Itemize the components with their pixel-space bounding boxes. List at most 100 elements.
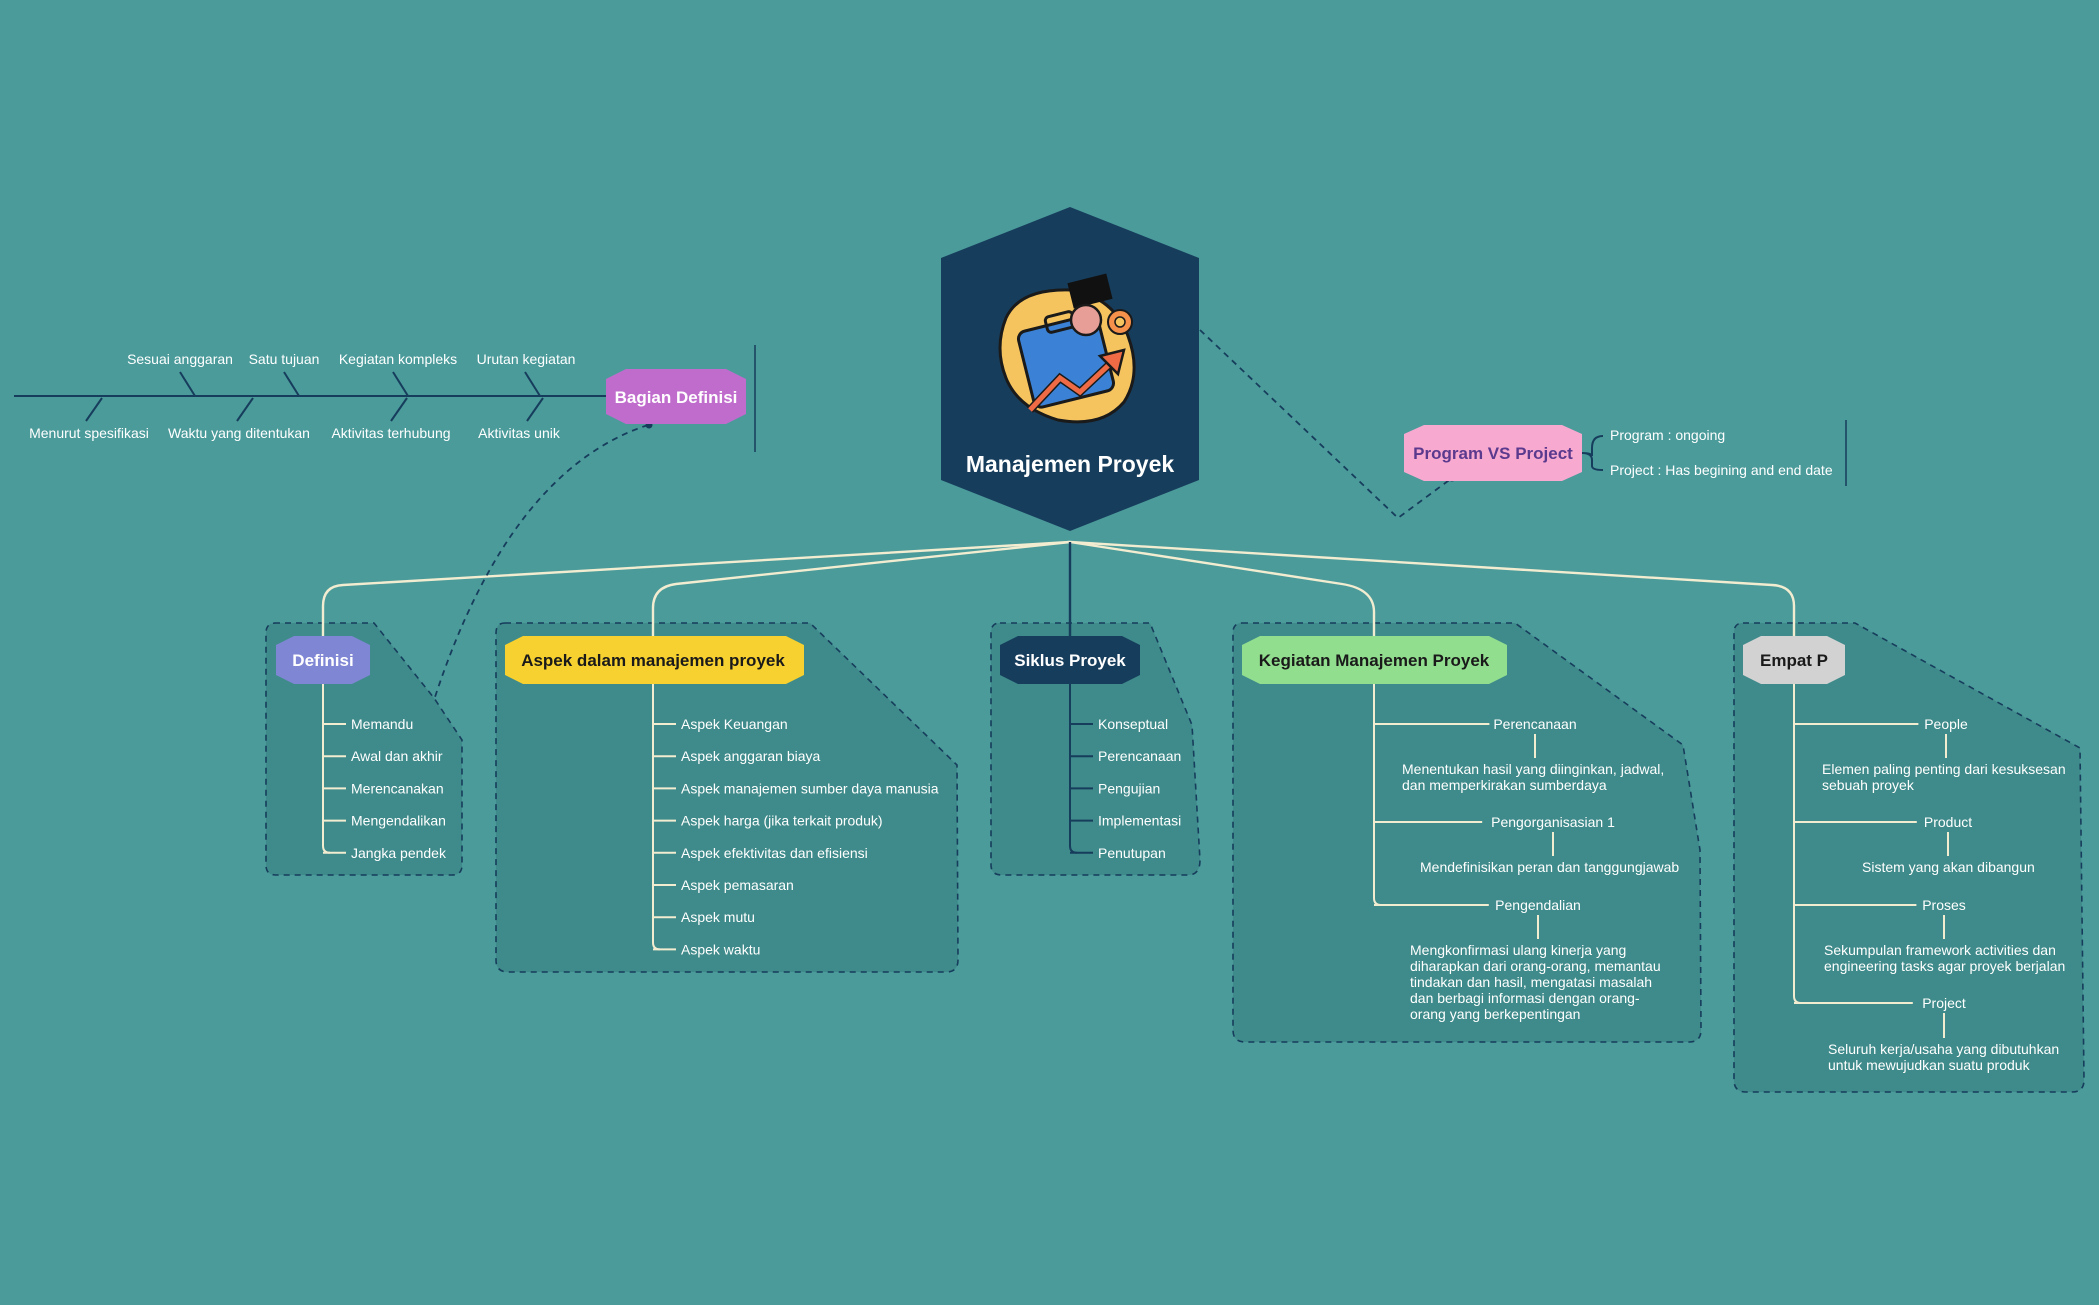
detail-text: tindakan dan hasil, mengatasi masalah: [1410, 974, 1652, 990]
subtopic-empat-p[interactable]: Proses: [1922, 897, 1966, 913]
fishbone-bottom-label: Waktu yang ditentukan: [168, 425, 310, 441]
program-item: Project : Has begining and end date: [1610, 462, 1833, 478]
topic-shape: [1743, 636, 1845, 684]
topic-program-vs-project[interactable]: Program VS Project: [1404, 425, 1582, 481]
detail-text: Sekumpulan framework activities dan: [1824, 942, 2056, 958]
detail-text: dan memperkirakan sumberdaya: [1402, 777, 1607, 793]
topic-label: Kegiatan Manajemen Proyek: [1259, 651, 1490, 670]
fishbone-rib: [392, 371, 409, 397]
detail-text: sebuah proyek: [1822, 777, 1915, 793]
connector-empat-p: [1069, 540, 1796, 636]
subtopic-definisi[interactable]: Jangka pendek: [351, 845, 447, 861]
central-topic[interactable]: Manajemen Proyek: [941, 207, 1199, 531]
subtopic-aspek[interactable]: Aspek waktu: [681, 941, 760, 957]
subtopic-empat-p[interactable]: Product: [1924, 814, 1972, 830]
fishbone-rib: [283, 371, 300, 397]
topic-label: Bagian Definisi: [615, 388, 738, 407]
connector-aspek: [651, 540, 1071, 636]
detail-text: diharapkan dari orang-orang, memantau: [1410, 958, 1661, 974]
detail-text: untuk mewujudkan suatu produk: [1828, 1057, 2031, 1073]
topic-shape: [505, 636, 804, 684]
detail-text: Sistem yang akan dibangun: [1862, 859, 2035, 875]
fishbone-bottom-label: Menurut spesifikasi: [29, 425, 149, 441]
branch-kegiatan: Kegiatan Manajemen ProyekPerencanaanMene…: [1242, 636, 1679, 1022]
relation-program-vs-project: [1199, 329, 1453, 520]
hand-shape: [1069, 303, 1103, 337]
fishbone-bottom-label: Aktivitas terhubung: [331, 425, 450, 441]
subtopic-definisi[interactable]: Memandu: [351, 716, 413, 732]
fishbone-rib: [526, 397, 544, 422]
fishbone-top-label: Sesuai anggaran: [127, 351, 233, 367]
detail-text: Elemen paling penting dari kesuksesan: [1822, 761, 2066, 777]
fishbone-rib: [236, 397, 254, 422]
project-briefcase-icon: [998, 273, 1136, 424]
topic-label: Program VS Project: [1413, 444, 1573, 463]
fishbone-labels: Sesuai anggaran Satu tujuan Kegiatan kom…: [29, 351, 575, 441]
fishbone-rib: [390, 397, 408, 422]
subtopic-aspek[interactable]: Aspek pemasaran: [681, 877, 794, 893]
main-connectors: [321, 540, 1796, 636]
subtopic-siklus[interactable]: Pengujian: [1098, 780, 1160, 796]
panel-kegiatan: [1232, 622, 1702, 1043]
subtopic-kegiatan[interactable]: Pengendalian: [1495, 897, 1581, 913]
branch-siklus: Siklus ProyekKonseptualPerencanaanPenguj…: [1000, 636, 1181, 861]
subtopic-aspek[interactable]: Aspek anggaran biaya: [681, 748, 821, 764]
topic-aspek[interactable]: Aspek dalam manajemen proyek: [505, 636, 804, 684]
bracket: [1581, 435, 1604, 471]
subtopic-aspek[interactable]: Aspek Keuangan: [681, 716, 788, 732]
subtopic-kegiatan[interactable]: Perencanaan: [1493, 716, 1576, 732]
subtopic-siklus[interactable]: Konseptual: [1098, 716, 1168, 732]
topic-shape: [1000, 636, 1140, 684]
subtopic-empat-p[interactable]: People: [1924, 716, 1968, 732]
topic-label: Empat P: [1760, 651, 1828, 670]
fishbone-rib: [85, 397, 103, 422]
subtopic-siklus[interactable]: Perencanaan: [1098, 748, 1181, 764]
connector-kegiatan: [1069, 540, 1376, 636]
central-title: Manajemen Proyek: [966, 451, 1175, 477]
subtopic-siklus[interactable]: Penutupan: [1098, 845, 1166, 861]
panel-aspek: [495, 622, 959, 973]
subtopic-kegiatan[interactable]: Pengorganisasian 1: [1491, 814, 1615, 830]
panel-empat-p: [1733, 622, 2085, 1093]
topic-definisi[interactable]: Definisi: [276, 636, 370, 684]
subtopic-definisi[interactable]: Awal dan akhir: [351, 748, 443, 764]
detail-text: Seluruh kerja/usaha yang dibutuhkan: [1828, 1041, 2059, 1057]
topic-kegiatan[interactable]: Kegiatan Manajemen Proyek: [1242, 636, 1507, 684]
subtopic-aspek[interactable]: Aspek harga (jika terkait produk): [681, 813, 883, 829]
subtopic-empat-p[interactable]: Project: [1922, 995, 1966, 1011]
connector-definisi: [321, 540, 1071, 636]
subtopic-siklus[interactable]: Implementasi: [1098, 813, 1181, 829]
panel-definisi: [265, 622, 463, 876]
topic-shape: [606, 369, 746, 424]
subtopic-aspek[interactable]: Aspek efektivitas dan efisiensi: [681, 845, 868, 861]
relation-bagian-definisi: [434, 424, 649, 698]
detail-text: engineering tasks agar proyek berjalan: [1824, 958, 2065, 974]
fishbone-rib: [524, 371, 541, 397]
detail-text: Mengkonfirmasi ulang kinerja yang: [1410, 942, 1626, 958]
topic-shape: [1404, 425, 1582, 481]
topic-shape: [1242, 636, 1507, 684]
fishbone-top-label: Satu tujuan: [249, 351, 320, 367]
topic-siklus[interactable]: Siklus Proyek: [1000, 636, 1140, 684]
subtopic-aspek[interactable]: Aspek mutu: [681, 909, 755, 925]
subtopic-definisi[interactable]: Mengendalikan: [351, 813, 446, 829]
topic-label: Siklus Proyek: [1014, 651, 1126, 670]
subtopic-aspek[interactable]: Aspek manajemen sumber daya manusia: [681, 780, 939, 796]
detail-text: orang yang berkepentingan: [1410, 1006, 1580, 1022]
detail-text: Menentukan hasil yang diinginkan, jadwal…: [1402, 761, 1664, 777]
subtopic-definisi[interactable]: Merencanakan: [351, 780, 444, 796]
topic-bagian-definisi[interactable]: Bagian Definisi: [606, 369, 746, 424]
fishbone-rib: [179, 371, 196, 397]
fishbone-top-label: Urutan kegiatan: [477, 351, 576, 367]
topic-label: Aspek dalam manajemen proyek: [521, 651, 785, 670]
topic-shape: [276, 636, 370, 684]
fishbone: [14, 371, 606, 422]
topic-empat-p[interactable]: Empat P: [1743, 636, 1845, 684]
detail-text: dan berbagi informasi dengan orang-: [1410, 990, 1640, 1006]
